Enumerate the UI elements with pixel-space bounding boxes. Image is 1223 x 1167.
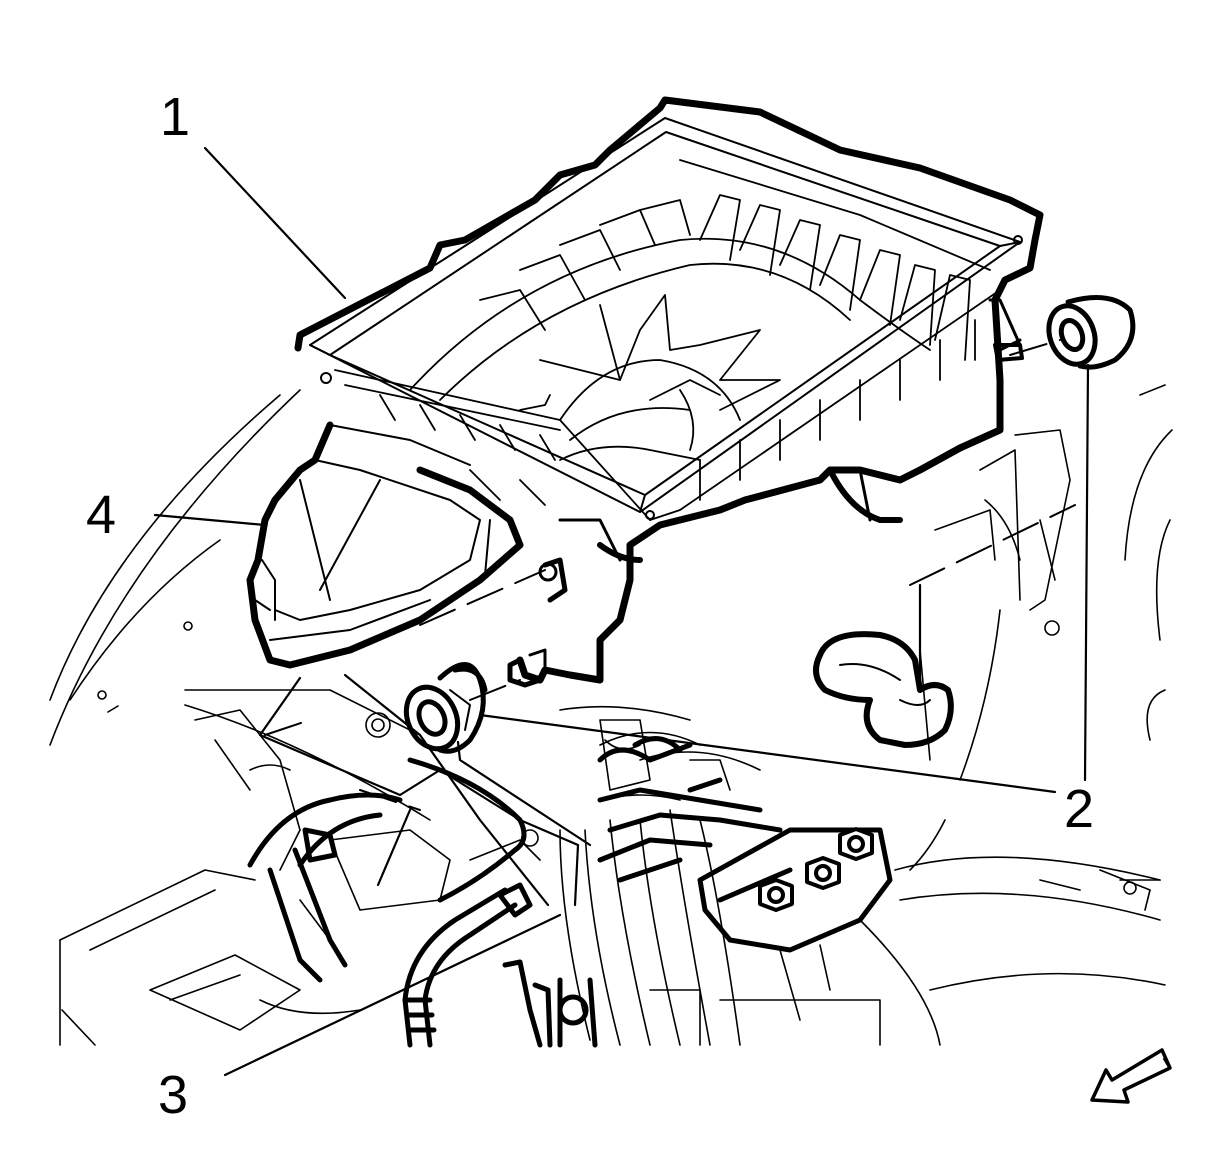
callout-3: 3 <box>158 1065 189 1125</box>
grommet-front <box>403 662 488 754</box>
callout-4: 4 <box>86 485 117 545</box>
leader-lines <box>153 146 1090 1077</box>
callout-1: 1 <box>160 87 191 147</box>
callout-2: 2 <box>1064 779 1095 839</box>
mounting-bracket <box>813 631 954 748</box>
air-cleaner-outlet-duct <box>246 421 524 669</box>
engine-bay-background <box>49 384 1173 1046</box>
grommet-rear <box>1046 295 1136 370</box>
alignment-lines <box>264 339 1076 811</box>
front-direction-arrow-icon <box>1090 1048 1172 1104</box>
air-cleaner-housing <box>294 96 1044 688</box>
mount-bolts <box>758 827 874 912</box>
engine-bay-heavy-outlines <box>247 736 893 1048</box>
